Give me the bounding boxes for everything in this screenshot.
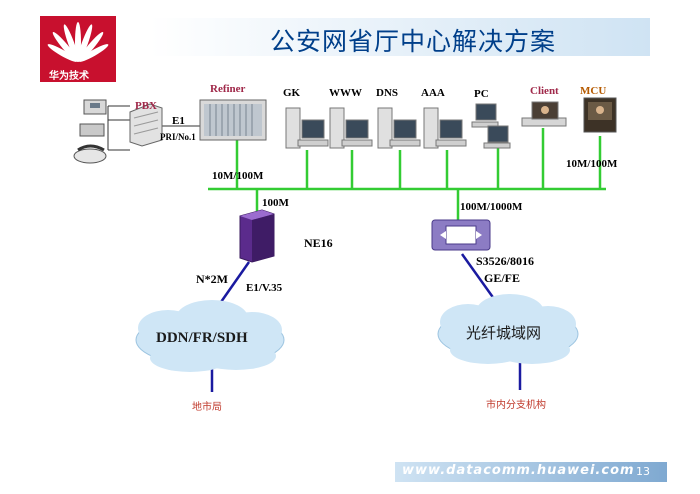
mcu-icon: [583, 97, 617, 133]
fiber-cloud: [437, 294, 579, 364]
dns-label: DNS: [376, 87, 399, 99]
page-title: 公安网省厅中心解决方案: [270, 27, 557, 56]
wan-trunk-label: N*2M: [196, 272, 228, 286]
ne16-label: NE16: [304, 236, 333, 250]
switch-label: S3526/8016: [476, 254, 535, 268]
brand-label: 华为技术: [49, 71, 89, 82]
phone-links: [107, 105, 200, 151]
pc-label: PC: [474, 88, 489, 100]
www-label: WWW: [329, 87, 362, 99]
fiber-iface-label: GE/FE: [484, 271, 521, 285]
lan-left-speed: 10M/100M: [212, 170, 264, 182]
page-number: 13: [636, 465, 650, 478]
branch-label: 市内分支机构: [486, 400, 546, 411]
switch-icon: [431, 219, 491, 251]
dns-server-icon: [377, 107, 421, 149]
ne16-uplink-speed: 100M: [262, 197, 289, 209]
ne16-router-icon: [239, 209, 275, 263]
client-label: Client: [530, 85, 559, 97]
wan-iface-label: E1/V.35: [246, 282, 283, 294]
www-server-icon: [329, 107, 373, 149]
refiner-label: Refiner: [210, 83, 246, 95]
pri-label: PRI/No.1: [160, 132, 196, 142]
wan-cloud: [135, 300, 285, 372]
footer-bar: [395, 462, 667, 482]
gk-server-icon: [285, 107, 329, 149]
local-bureau-label: 地市局: [192, 402, 222, 413]
gk-label: GK: [283, 87, 301, 99]
huawei-petals-icon: [47, 22, 109, 63]
switch-uplink-speed: 100M/1000M: [460, 201, 523, 213]
lan-right-speed: 10M/100M: [566, 158, 618, 170]
aaa-label: AAA: [421, 87, 445, 99]
refiner-icon: [199, 99, 267, 141]
mcu-label: MCU: [580, 85, 607, 97]
wan-cloud-label: DDN/FR/SDH: [156, 330, 248, 346]
footer-url: www.datacomm.huawei.com: [402, 463, 635, 478]
pbx-label: PBX: [135, 100, 157, 112]
lan-bus: [208, 128, 606, 220]
fiber-cloud-label: 光纤城域网: [466, 324, 542, 342]
aaa-server-icon: [423, 107, 467, 149]
e1-label: E1: [172, 115, 185, 127]
telephone-icon: [73, 99, 107, 164]
title-bar: [150, 18, 650, 56]
pc-icon: [471, 103, 511, 149]
pbx-icon: [129, 103, 163, 147]
client-terminal-icon: [521, 101, 567, 127]
huawei-logo: [40, 16, 116, 82]
